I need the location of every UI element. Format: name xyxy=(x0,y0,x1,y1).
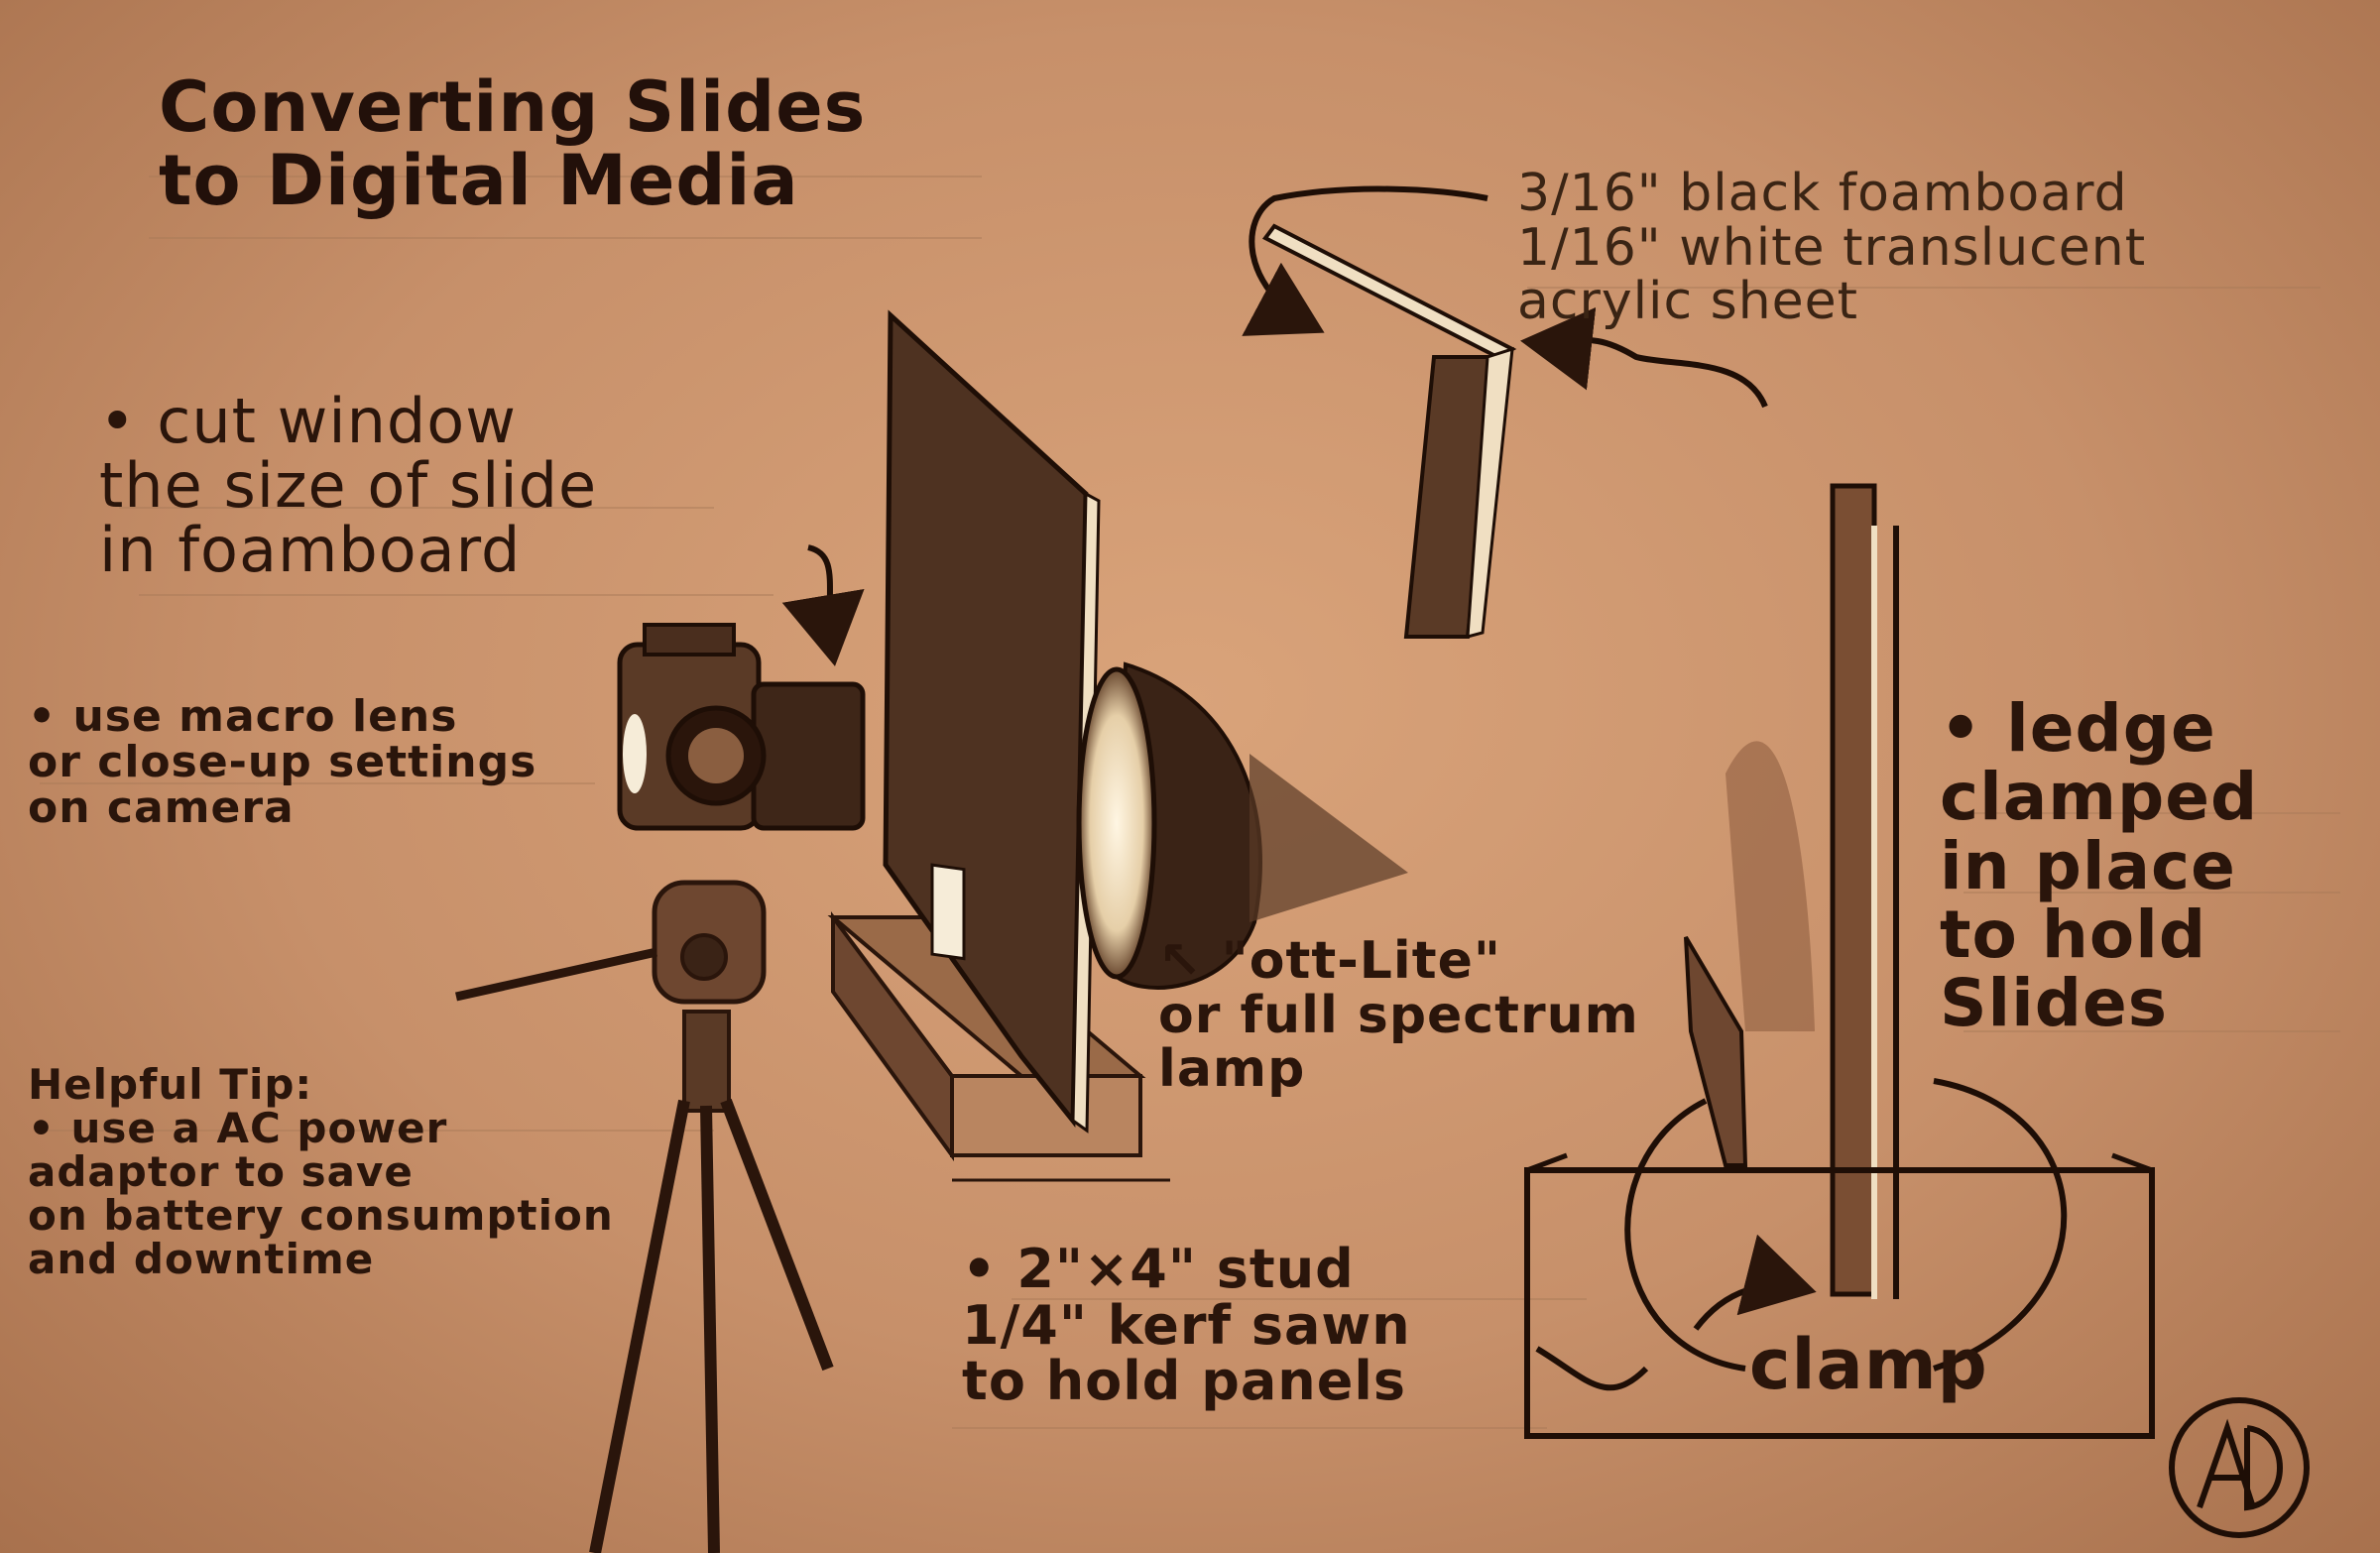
helpful-tip-line-1: Helpful Tip: xyxy=(28,1060,313,1109)
helpful-tip-line-2: • use a AC power xyxy=(28,1104,448,1153)
cut-window-line-1: • cut window xyxy=(99,385,517,457)
page-title: Converting Slides to Digital Media xyxy=(159,66,867,221)
helpful-tip-line-5: and downtime xyxy=(28,1235,375,1284)
title-line-1: Converting Slides xyxy=(159,66,867,148)
stud-line-3: to hold panels xyxy=(962,1350,1407,1413)
helpful-tip-line-3: adaptor to save xyxy=(28,1147,414,1197)
guide-lines xyxy=(40,176,2340,1429)
acrylic-sheet-detail xyxy=(1261,223,1517,639)
ledge-line-3: in place xyxy=(1940,827,2236,904)
foamboard-panel-icon xyxy=(883,309,1101,1134)
clamp-label: clamp xyxy=(1749,1324,1988,1405)
cut-window-note: • cut window the size of slide in foambo… xyxy=(99,389,597,582)
foamboard-line-3: acrylic sheet xyxy=(1517,272,1859,332)
ledge-note: • ledge clamped in place to hold Slides xyxy=(1940,690,2259,1042)
helpful-tip-line-4: on battery consumption xyxy=(28,1191,614,1241)
ott-lite-line-3: lamp xyxy=(1158,1039,1306,1100)
helpful-tip-note: Helpful Tip: • use a AC power adaptor to… xyxy=(28,1060,614,1284)
ott-lite-line-1: ↖ "ott-Lite" xyxy=(1158,931,1501,991)
macro-lens-line-3: on camera xyxy=(28,782,295,834)
macro-lens-note: • use macro lens or close-up settings on… xyxy=(28,691,537,834)
foamboard-line-2: 1/16" white translucent xyxy=(1517,217,2147,278)
title-line-2: to Digital Media xyxy=(159,139,799,221)
ledge-clamp-detail xyxy=(1524,483,2155,1439)
camera-icon xyxy=(617,623,866,831)
lamp-icon xyxy=(1076,661,1408,990)
ledge-line-1: • ledge xyxy=(1940,690,2216,767)
ledge-line-5: Slides xyxy=(1940,965,2169,1042)
macro-lens-line-2: or close-up settings xyxy=(28,737,537,788)
stud-line-2: 1/4" kerf sawn xyxy=(962,1293,1411,1357)
ledge-line-2: clamped xyxy=(1940,759,2259,836)
cut-window-line-2: the size of slide xyxy=(99,449,598,523)
macro-lens-line-1: • use macro lens xyxy=(28,691,458,742)
foamboard-line-1: 3/16" black foamboard xyxy=(1517,164,2128,223)
pointer-arrows xyxy=(781,185,1768,1391)
cut-window-line-3: in foamboard xyxy=(99,514,522,587)
tripod-icon xyxy=(455,880,834,1553)
ott-lite-line-2: or full spectrum xyxy=(1158,985,1639,1045)
stud-line-1: • 2"×4" stud xyxy=(962,1238,1355,1300)
ott-lite-note: ↖ "ott-Lite" or full spectrum lamp xyxy=(1158,934,1639,1097)
foamboard-note: 3/16" black foamboard 1/16" white transl… xyxy=(1517,167,2146,329)
stud-note: • 2"×4" stud 1/4" kerf sawn to hold pane… xyxy=(962,1238,1411,1413)
ledge-line-4: to hold xyxy=(1940,896,2207,973)
